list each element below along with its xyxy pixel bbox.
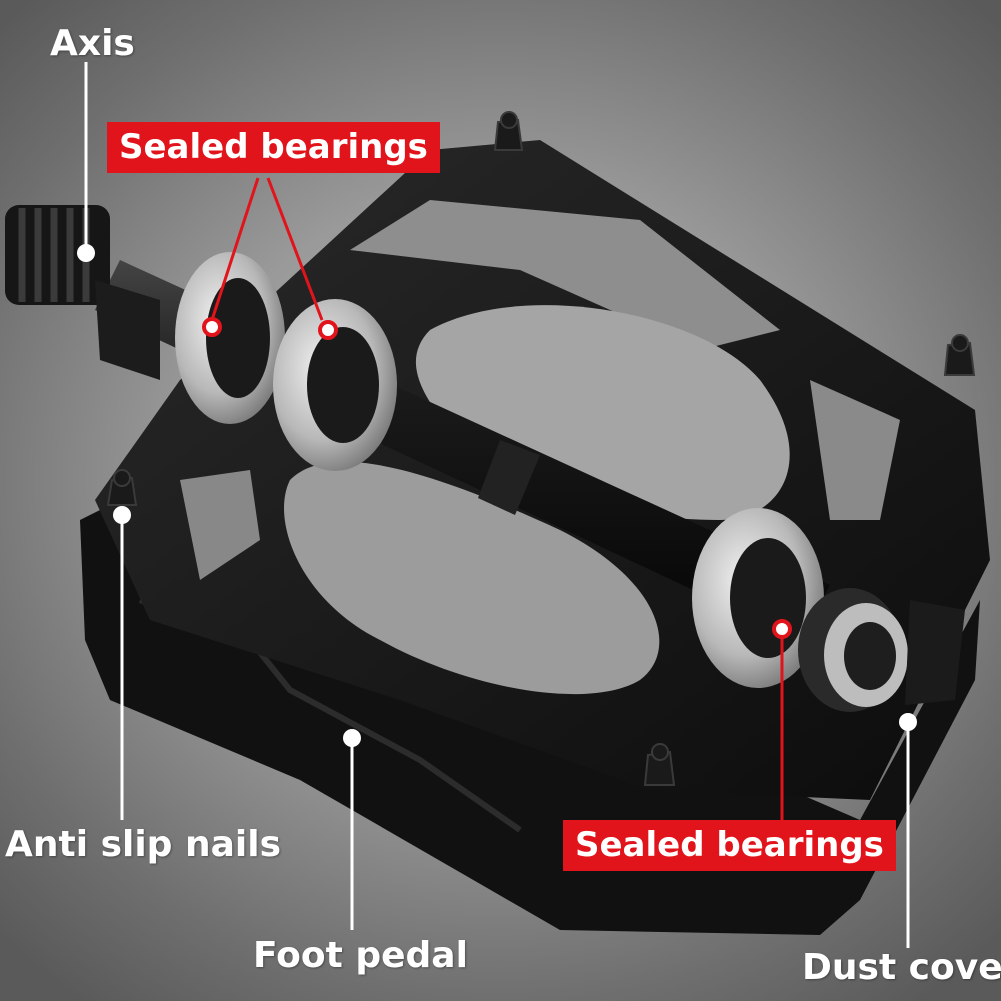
dust-cover <box>798 588 965 712</box>
bearing-leader-line <box>266 177 324 321</box>
axle-thread <box>5 205 110 305</box>
sealed-bearing <box>273 299 397 471</box>
anti-slip-nail <box>106 469 138 506</box>
axle-wrench-flat <box>95 280 160 380</box>
pedal-cutout-5 <box>180 470 260 580</box>
pedal-cutout-4 <box>810 380 900 520</box>
callout-dot <box>77 244 95 262</box>
axis-label: Axis <box>50 23 135 64</box>
pedal-cutout-1 <box>350 200 780 350</box>
callout-dot <box>343 729 361 747</box>
dust-cover-label: Dust cover <box>802 947 1001 988</box>
sealed-bearings-top-label: Sealed bearings <box>107 122 440 173</box>
anti-slip-nail <box>943 334 976 376</box>
callout-dot <box>202 317 222 337</box>
callout-dot <box>318 320 338 340</box>
anti-slip-nail <box>643 743 676 786</box>
pedal-cutout-3 <box>284 461 660 695</box>
callout-dot <box>899 713 917 731</box>
bearing-leader-line <box>210 177 260 321</box>
anti-slip-nails-label: Anti slip nails <box>5 824 282 865</box>
sealed-bearing <box>175 252 285 424</box>
foot-pedal-label: Foot pedal <box>253 935 468 976</box>
callout-dot <box>772 619 792 639</box>
axle-step <box>478 440 540 515</box>
sealed-bearings-bottom-label: Sealed bearings <box>563 820 896 871</box>
callout-dot <box>113 506 131 524</box>
anti-slip-nail <box>493 111 524 151</box>
